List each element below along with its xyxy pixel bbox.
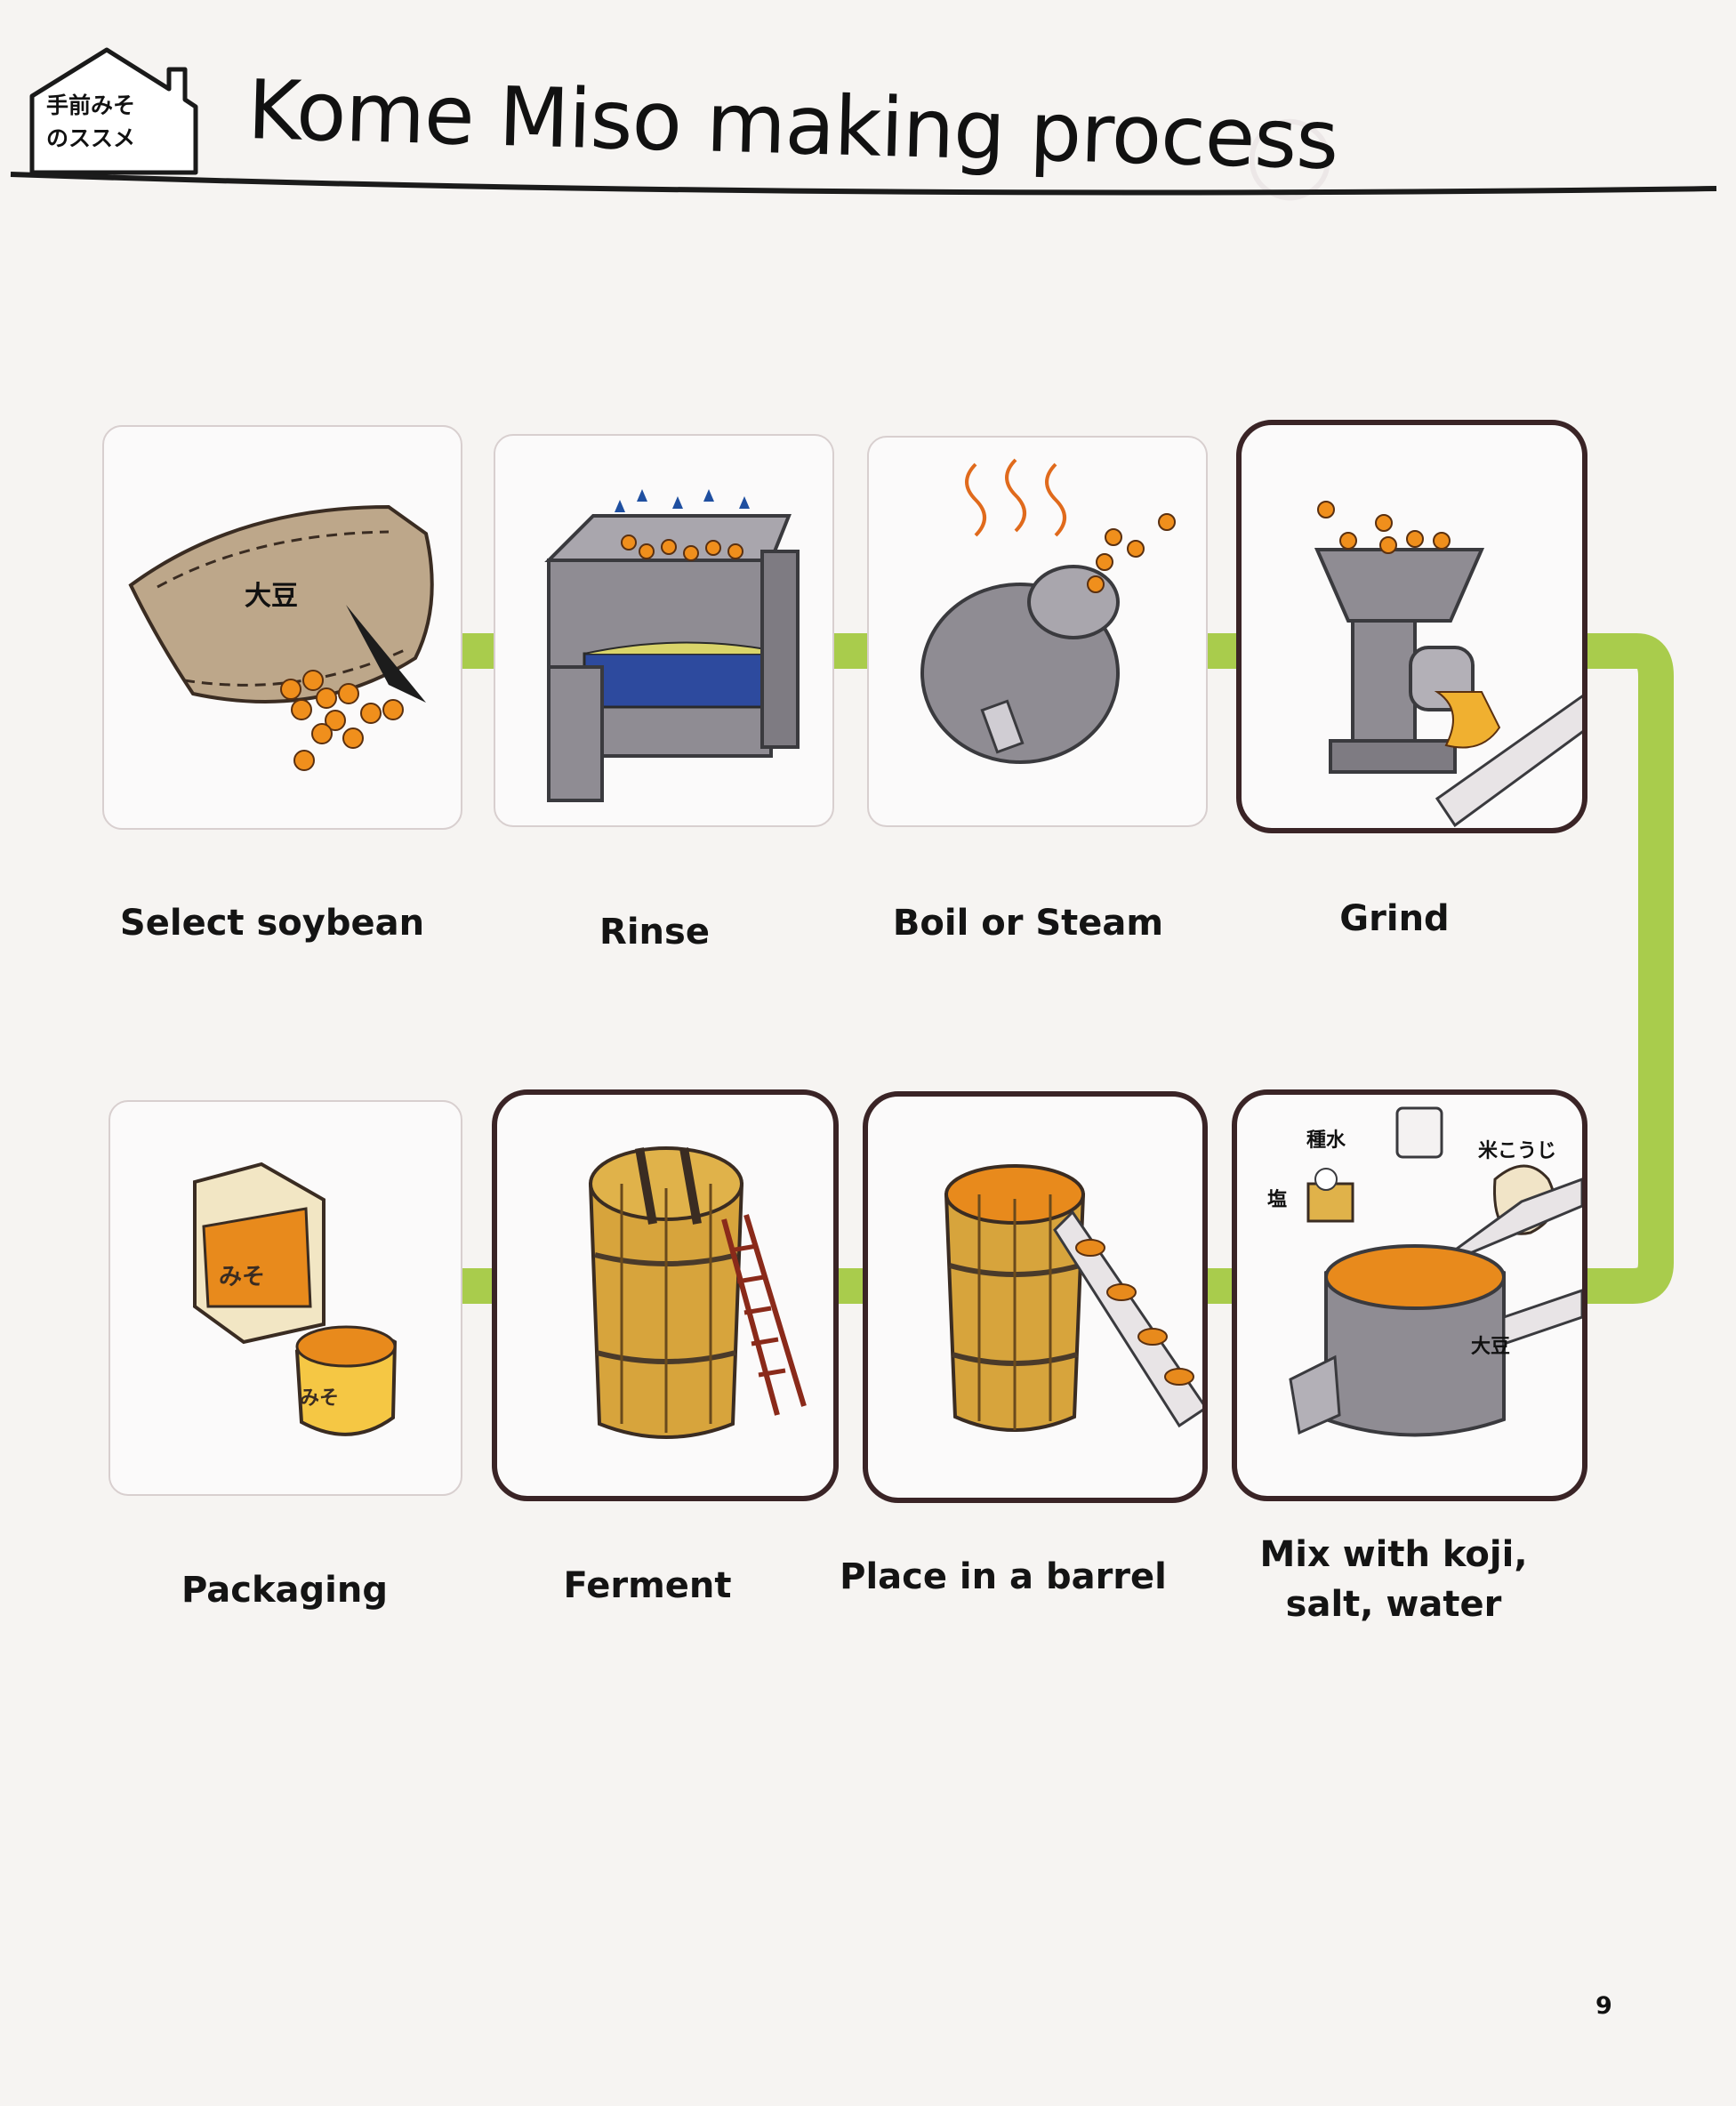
step-label-1: Select soybean [119,903,425,944]
steamer-pot-icon [920,458,1176,764]
step-label-2: Rinse [599,912,710,953]
miso-packages-icon: みそ みそ [193,1162,398,1436]
step-label-3: Boil or Steam [892,903,1164,944]
step-card-ferment [492,1089,839,1501]
page-number: 9 [1595,1992,1612,2020]
fermenting-barrel-icon [588,1146,807,1439]
step-label-6: Place in a barrel [840,1556,1167,1597]
step-card-grind [1236,420,1587,833]
title-underline [10,172,1717,196]
salt-label: 塩 [1267,1188,1287,1211]
mixer-soybean-label: 大豆 [1471,1336,1510,1358]
grinder-icon [1314,501,1582,828]
miso-tub-label: みそ [300,1387,339,1410]
step-label-8: Packaging [181,1570,388,1611]
water-label: 種水 [1306,1129,1346,1152]
step-label-7: Ferment [563,1565,732,1606]
soybean-bag-label: 大豆 [245,581,298,612]
rinsing-machine-icon [544,489,800,802]
step-card-boil-or-steam [867,436,1208,827]
rice-koji-label: 米こうじ [1478,1140,1556,1162]
step-label-5: Mix with koji, salt, water [1259,1534,1528,1625]
mixer-icon: 種水 塩 米こうじ 大豆 [1267,1106,1582,1437]
soybean-sack-icon: 大豆 [128,504,434,771]
barrel-conveyor-icon [944,1164,1202,1432]
badge-line-1: 手前みそ [46,92,136,118]
badge-text: 手前みそ のススメ [46,89,180,155]
step-card-mix: 種水 塩 米こうじ 大豆 [1232,1089,1587,1501]
step-label-4: Grind [1339,898,1450,939]
step-card-rinse [494,434,834,827]
step-card-packaging: みそ みそ [108,1100,462,1496]
house-badge-icon [29,47,198,175]
miso-carton-label: みそ [219,1264,265,1290]
step-card-place-in-barrel [863,1091,1208,1503]
step-card-select-soybean: 大豆 [102,425,462,830]
badge-line-2: のススメ [46,125,136,151]
